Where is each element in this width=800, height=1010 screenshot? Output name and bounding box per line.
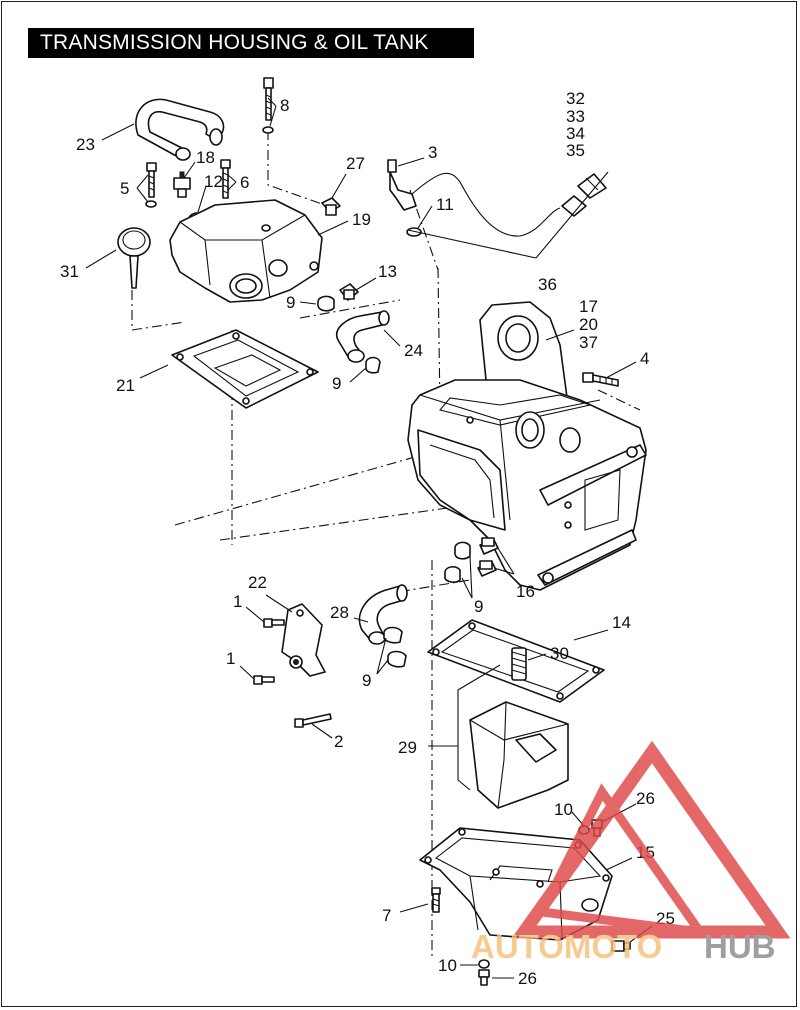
clamp-9-lower [365, 356, 381, 374]
watermark-text-automoto: AUTOMOTO [471, 928, 662, 965]
speed-sensor-3 [387, 159, 561, 237]
clamps-9-lower [383, 626, 407, 668]
bolt-7 [431, 887, 441, 913]
watermark-triangle-inner [535, 783, 710, 938]
callout-1-upper: 1 [233, 592, 242, 611]
fittings-16 [477, 537, 499, 577]
bolt-6 [220, 159, 231, 199]
watermark-logo: AUTOMOTO HUB [471, 740, 791, 965]
callout-11: 11 [436, 195, 454, 214]
long-bolt-8 [262, 77, 274, 134]
baffle-29 [469, 701, 569, 809]
callout-20: 20 [579, 315, 598, 334]
clamps-9-middle [444, 541, 471, 583]
callout-4: 4 [640, 349, 649, 368]
callout-numbers: 23 8 5 18 12 6 27 19 31 13 9 24 9 21 3 1… [60, 89, 675, 988]
callout-9-hose: 9 [332, 374, 341, 393]
callout-26-upper: 26 [636, 789, 655, 808]
diagram-title: TRANSMISSION HOUSING & OIL TANK [28, 28, 474, 58]
callout-18: 18 [196, 148, 215, 167]
callout-35: 35 [566, 141, 585, 160]
callout-27: 27 [346, 154, 365, 173]
callout-36: 36 [538, 275, 557, 294]
callout-24: 24 [404, 341, 423, 360]
callout-28: 28 [330, 603, 349, 622]
callout-14: 14 [612, 613, 631, 632]
callout-3: 3 [428, 143, 437, 162]
callout-16: 16 [516, 582, 535, 601]
callout-22: 22 [248, 573, 267, 592]
sensor-18 [173, 171, 191, 198]
callout-1-lower: 1 [226, 649, 235, 668]
plug-25 [611, 940, 631, 952]
callout-13: 13 [378, 262, 397, 281]
spring-30 [511, 647, 527, 681]
callout-37: 37 [579, 333, 598, 352]
bolt-1-upper [263, 618, 285, 628]
callout-30: 30 [550, 644, 569, 663]
callout-5: 5 [120, 179, 129, 198]
watermark-text-hub: HUB [704, 928, 776, 965]
callout-34: 34 [566, 124, 585, 143]
hose-28 [358, 584, 408, 645]
callout-7: 7 [382, 906, 391, 925]
callout-10-lower: 10 [438, 956, 457, 975]
callout-23: 23 [76, 135, 95, 154]
callout-9-bottom: 9 [362, 671, 371, 690]
top-cover-19 [169, 199, 323, 303]
clamp-9-upper [317, 295, 335, 312]
dipstick-31 [117, 227, 151, 289]
callout-31: 31 [60, 262, 79, 281]
callout-12: 12 [204, 172, 223, 191]
callout-6: 6 [240, 173, 249, 192]
fitting-13 [339, 283, 359, 301]
callout-26-lower: 26 [518, 969, 537, 988]
o-ring-10-lower [478, 959, 490, 969]
gasket-21 [171, 329, 319, 409]
callout-2: 2 [334, 732, 343, 751]
callout-10-upper: 10 [554, 800, 573, 819]
bolt-5 [145, 162, 157, 208]
callout-29: 29 [398, 738, 417, 757]
drain-plug-26-lower [478, 969, 490, 986]
bolt-1-lower [253, 675, 275, 685]
callout-32: 32 [566, 89, 585, 108]
bolt-2 [294, 713, 332, 728]
vent-hose [135, 98, 225, 161]
callout-19: 19 [352, 210, 371, 229]
hose-24 [335, 310, 390, 363]
bracket-22 [281, 603, 326, 677]
connector-32-35 [561, 173, 607, 217]
callout-9-fittings: 9 [474, 597, 483, 616]
fitting-27 [321, 197, 341, 216]
callout-17: 17 [579, 297, 598, 316]
watermark-triangle-outer [511, 740, 791, 939]
bolt-4 [582, 372, 619, 387]
callout-9-top: 9 [286, 293, 295, 312]
callout-21: 21 [116, 376, 135, 395]
callout-8: 8 [280, 96, 289, 115]
transmission-housing [407, 301, 647, 591]
callout-33: 33 [566, 107, 585, 126]
